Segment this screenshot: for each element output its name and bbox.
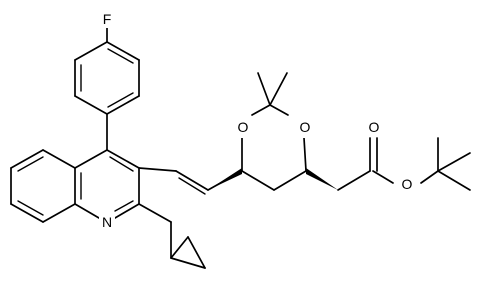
bond bbox=[114, 203, 140, 219]
carbonyl-oxygen-label: O bbox=[369, 119, 380, 135]
double-bond-line bbox=[107, 48, 134, 64]
bond bbox=[74, 95, 108, 115]
double-bond-line bbox=[109, 156, 134, 172]
bond bbox=[170, 236, 189, 259]
bond bbox=[420, 170, 439, 184]
bond bbox=[10, 149, 44, 169]
bond bbox=[437, 152, 471, 172]
label-mask bbox=[366, 117, 382, 137]
bond bbox=[241, 170, 275, 191]
bond bbox=[437, 170, 471, 191]
double-bond-line bbox=[107, 92, 134, 108]
ring-oxygen-left-label: O bbox=[238, 119, 249, 135]
double-bond-line bbox=[114, 200, 134, 212]
bond bbox=[106, 149, 140, 169]
atom-label-ester-oxygen: O bbox=[395, 174, 419, 192]
nitrogen-label: N bbox=[102, 214, 112, 230]
bond bbox=[42, 203, 76, 223]
bond bbox=[74, 149, 108, 169]
tert-butyl-ester-chain bbox=[337, 137, 471, 191]
ring-oxygen-right-label: O bbox=[300, 119, 311, 135]
quinoline-core bbox=[10, 149, 140, 223]
bond bbox=[106, 95, 140, 115]
bond bbox=[106, 41, 140, 61]
bond bbox=[337, 170, 371, 191]
stereo-wedge-bond bbox=[306, 168, 338, 190]
bond bbox=[138, 203, 172, 223]
bond bbox=[10, 203, 44, 223]
bond bbox=[138, 167, 177, 172]
bond bbox=[251, 104, 271, 116]
bond bbox=[372, 170, 394, 184]
double-bond-line bbox=[178, 177, 206, 195]
double-bond-line bbox=[17, 156, 44, 172]
fluorophenyl-ring bbox=[74, 26, 140, 151]
bond bbox=[257, 72, 271, 106]
label-mask bbox=[297, 113, 313, 138]
bond bbox=[269, 72, 288, 106]
label-mask bbox=[235, 113, 251, 138]
label-mask bbox=[99, 10, 115, 28]
bond bbox=[269, 104, 289, 116]
cyclopropyl-group bbox=[138, 203, 206, 269]
ester-oxygen-label: O bbox=[402, 176, 413, 192]
atom-label-fluorine: F bbox=[99, 10, 115, 28]
atom-label-nitrogen: N bbox=[99, 212, 115, 230]
fluorine-label: F bbox=[103, 11, 112, 27]
dioxane-ring bbox=[241, 72, 307, 191]
bond bbox=[74, 41, 108, 61]
double-bond-line bbox=[17, 200, 44, 216]
atom-label-ring-oxygen-right: O bbox=[297, 113, 313, 138]
atom-label-ring-oxygen-left: O bbox=[235, 113, 251, 138]
bond bbox=[303, 137, 307, 172]
bond bbox=[273, 170, 307, 191]
bond bbox=[74, 203, 100, 219]
bond bbox=[187, 236, 206, 269]
stereo-wedge-bond bbox=[208, 168, 242, 190]
bond bbox=[42, 149, 76, 169]
label-mask bbox=[99, 212, 115, 230]
label-mask bbox=[395, 174, 419, 192]
atom-label-carbonyl-oxygen: O bbox=[366, 117, 382, 137]
bond bbox=[175, 170, 209, 191]
bond bbox=[170, 257, 206, 269]
